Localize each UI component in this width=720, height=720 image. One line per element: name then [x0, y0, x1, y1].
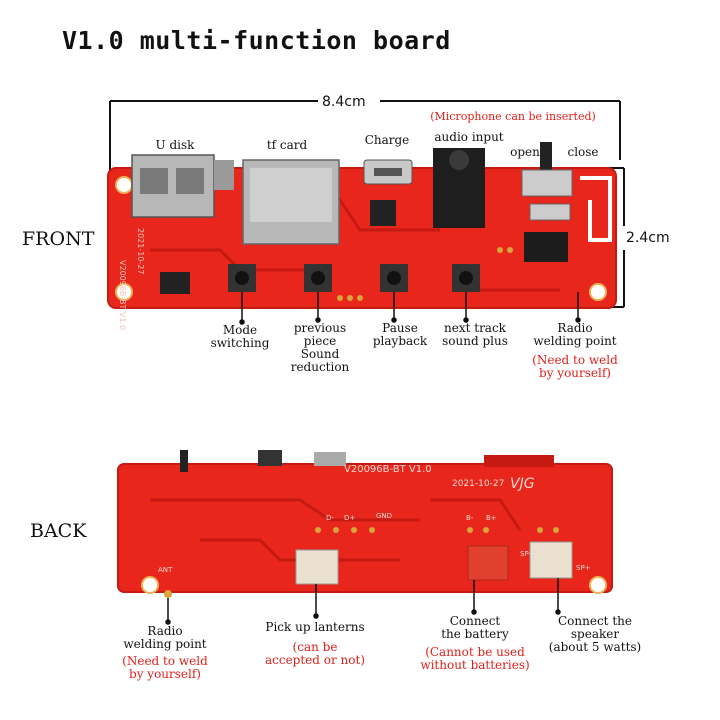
sp-plus-text: SP+ — [576, 564, 591, 572]
back-date-text: 2021-10-27 — [452, 479, 504, 489]
speaker-connector — [529, 541, 573, 579]
front-chip-2 — [160, 272, 190, 294]
sp-minus-text: SP- — [520, 550, 532, 558]
front-buttons — [228, 264, 480, 292]
tf-card-label: tf card — [266, 138, 308, 152]
page-title: V1.0 multi-function board — [62, 26, 451, 55]
gnd-text: GND — [376, 512, 392, 520]
front-chip-3 — [524, 232, 568, 262]
lantern-connector — [295, 549, 339, 585]
back-logo-text: VJG — [510, 476, 535, 492]
audio-input-label: audio input — [434, 130, 504, 144]
antenna-trace — [580, 176, 612, 242]
b-plus-text: B+ — [486, 514, 497, 522]
back-model-text: V20096B-BT V1.0 — [344, 464, 432, 475]
power-switch — [521, 169, 573, 197]
width-dimension-label: 8.4cm — [322, 94, 366, 110]
microphone-note: (Microphone can be inserted) — [430, 110, 596, 123]
back-side-label: BACK — [30, 520, 87, 542]
battery-connector — [467, 545, 509, 581]
width-dimension-line — [109, 100, 621, 172]
charge-label: Charge — [364, 133, 410, 147]
front-model-text: V20096B-BT V1.0 — [118, 260, 127, 330]
front-board: V20096B-BT V1.0 2021-10-27 — [107, 142, 617, 330]
b-minus-text: B- — [466, 514, 474, 522]
front-date-text: 2021-10-27 — [136, 228, 145, 275]
d-minus-text: D- — [326, 514, 334, 522]
close-label: close — [567, 145, 599, 159]
ant-text: ANT — [158, 566, 173, 574]
back-board: V20096B-BT V1.0 2021-10-27 VJG ANT GND D… — [117, 450, 613, 598]
pick-up-lanterns-label: Pick up lanterns — [265, 620, 365, 634]
height-dimension-label: 2.4cm — [626, 230, 670, 246]
open-label: open — [510, 145, 540, 159]
front-side-label: FRONT — [22, 228, 95, 250]
u-disk-label: U disk — [155, 138, 195, 152]
d-plus-text: D+ — [344, 514, 355, 522]
back-pointer-lines — [165, 578, 561, 625]
front-chip-1 — [370, 200, 396, 226]
front-pointer-lines — [239, 292, 581, 325]
